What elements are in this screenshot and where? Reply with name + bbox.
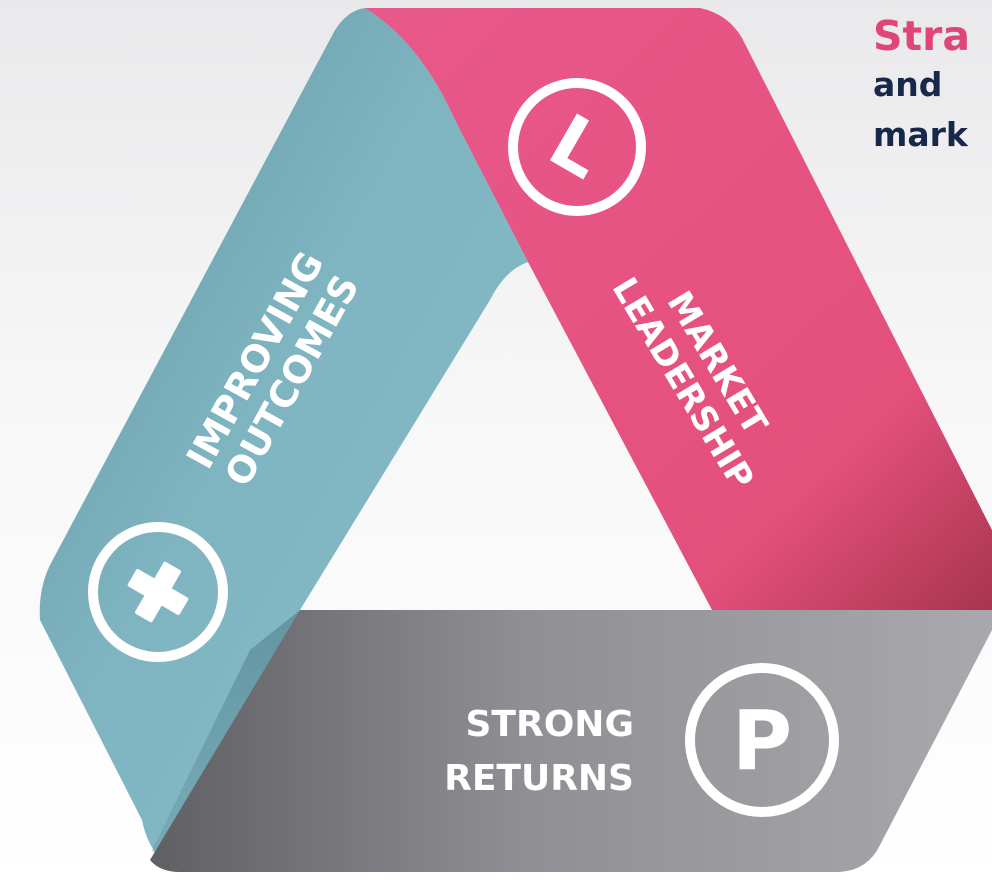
strong-returns-label: STRONG RETURNS xyxy=(444,704,634,799)
strong-returns-icon-letter: P xyxy=(732,695,792,790)
improving-outcomes-icon-group xyxy=(88,522,228,662)
strong-returns-icon-group: P xyxy=(685,663,839,817)
headline-line-1: Stra xyxy=(873,12,971,60)
plus-icon-horizontal-bar xyxy=(127,569,189,615)
letter-l-icon xyxy=(508,78,646,216)
market-leadership-ribbon xyxy=(365,8,992,610)
letter-p-icon xyxy=(685,663,839,817)
headline-line-2: and xyxy=(873,65,943,104)
headline-line-3: mark xyxy=(873,115,968,154)
strong-returns-label-line-1: STRONG xyxy=(466,704,635,745)
plus-icon xyxy=(88,522,228,662)
strong-returns-label-line-2: RETURNS xyxy=(444,758,634,799)
headline: Stra and mark xyxy=(873,12,970,160)
